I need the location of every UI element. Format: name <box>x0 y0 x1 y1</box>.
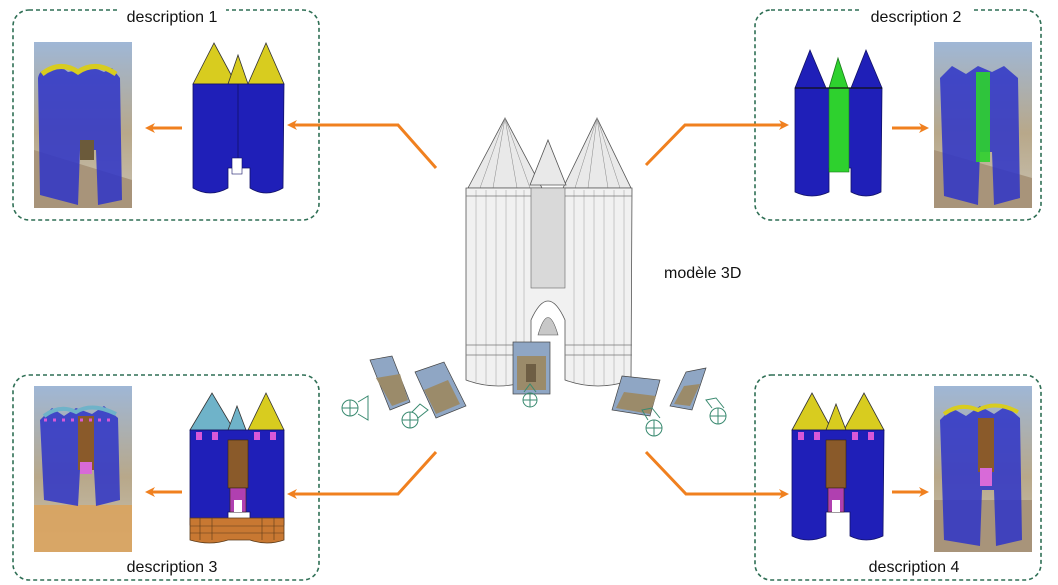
description-3-label: description 3 <box>127 559 218 576</box>
panel-frame <box>754 374 1042 581</box>
photo-overlay-3 <box>34 386 132 552</box>
arrow-icon <box>287 450 438 499</box>
description-panel-2: description 2 <box>754 4 1042 221</box>
arrow-icon <box>644 120 789 167</box>
camera-icon <box>401 403 429 429</box>
photo-overlay-4 <box>934 386 1032 552</box>
tower-model-4 <box>791 392 885 541</box>
description-panel-3: description 3 <box>12 374 320 581</box>
photo-thumbnail <box>669 367 707 411</box>
label-background <box>860 4 972 28</box>
tower-model-3 <box>189 392 285 544</box>
label-background <box>118 4 226 28</box>
tower-model-1 <box>192 42 285 194</box>
central-3d-model <box>465 117 633 387</box>
description-1-label: description 1 <box>127 9 218 26</box>
photo-overlay-2 <box>934 42 1032 208</box>
panel-frame <box>12 374 320 581</box>
description-panel-1: description 1 <box>12 4 320 221</box>
label-background <box>856 555 972 579</box>
tower-model-2 <box>794 48 883 197</box>
description-2-label: description 2 <box>871 9 962 26</box>
description-panel-4: description 4 <box>754 374 1042 581</box>
arrow-icon <box>644 450 789 499</box>
description-4-label: description 4 <box>869 559 960 576</box>
camera-icon <box>341 395 369 421</box>
camera-icon <box>641 407 663 437</box>
arrow-icon <box>287 120 438 169</box>
photo-thumbnail <box>611 375 661 417</box>
camera-icon <box>522 383 538 408</box>
photo-overlay-1 <box>34 42 132 208</box>
label-background <box>114 555 230 579</box>
photo-thumbnail <box>369 355 411 411</box>
camera-icon <box>705 397 727 425</box>
photo-thumbnail <box>414 361 467 419</box>
model-3d-label: modèle 3D <box>664 265 741 282</box>
